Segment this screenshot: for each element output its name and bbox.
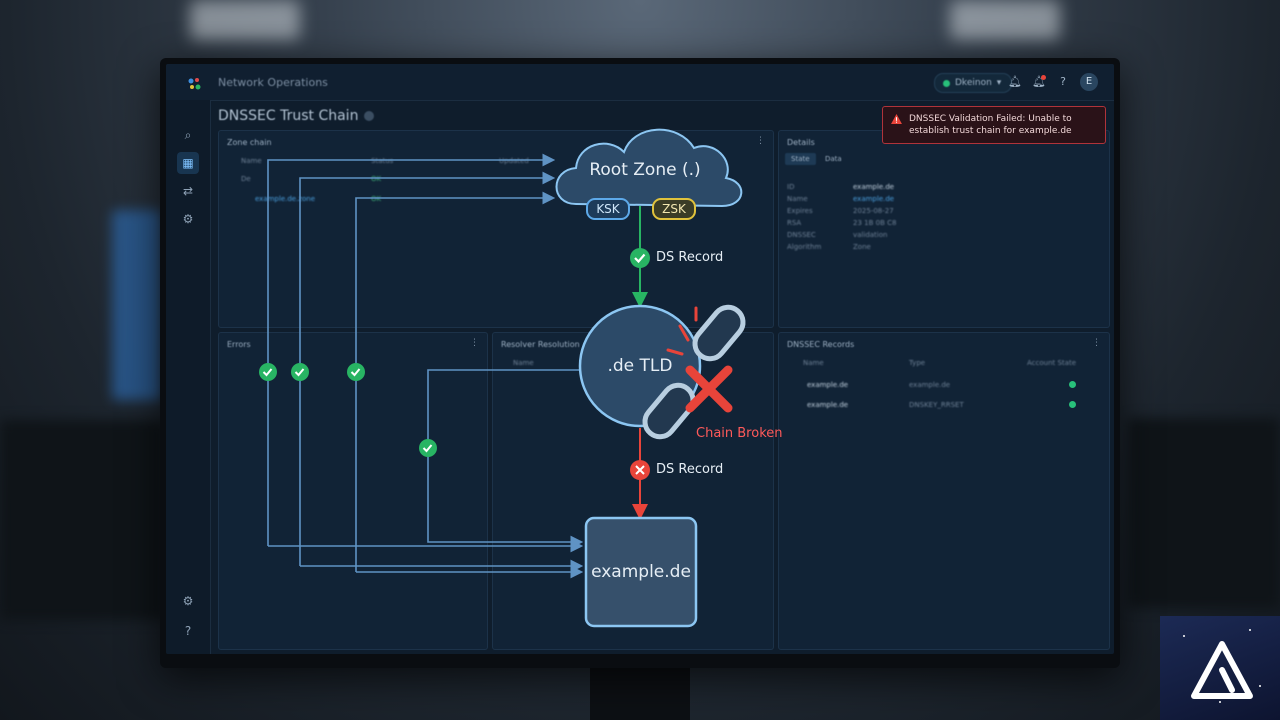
- errors-panel: Errors ⋮: [218, 332, 488, 650]
- field-value: Zone: [853, 243, 871, 251]
- panel-title: Zone chain: [227, 138, 272, 147]
- network-icon[interactable]: ⇄: [182, 184, 194, 198]
- environment-selector[interactable]: Dkeinon ▾: [934, 73, 1013, 93]
- background-monitor: [1128, 418, 1280, 608]
- watermark-logo: [1160, 616, 1280, 720]
- column-header: Status: [371, 157, 394, 165]
- field-label: ID: [787, 183, 795, 191]
- dnssec-records-panel: DNSSEC Records ⋮ Name Type Account State…: [778, 332, 1110, 650]
- warning-icon: [891, 114, 902, 124]
- more-menu-icon[interactable]: ⋮: [756, 136, 765, 146]
- tab-state[interactable]: State: [785, 153, 816, 165]
- help-circle-icon[interactable]: ?: [184, 624, 192, 638]
- background-screen: [112, 210, 162, 400]
- validation-error-alert[interactable]: DNSSEC Validation Failed: Unable to esta…: [882, 106, 1106, 144]
- example-de-label[interactable]: example.de: [591, 562, 691, 582]
- table-row[interactable]: example.de: [807, 381, 849, 389]
- column-header: Updated: [499, 157, 529, 165]
- page-title: DNSSEC Trust Chain: [218, 108, 375, 124]
- status-dot-icon: [943, 79, 950, 87]
- field-label: Expires: [787, 207, 813, 215]
- field-label: Algorithm: [787, 243, 822, 251]
- root-zone-label[interactable]: Root Zone (.): [589, 160, 701, 180]
- column-header: Name: [513, 359, 534, 367]
- record-type: DNSKEY_RRSET: [909, 401, 964, 409]
- field-value: 23 1B 0B C8: [853, 219, 897, 227]
- status-badge: OK: [371, 175, 382, 183]
- gear-icon[interactable]: ⚙: [182, 594, 194, 608]
- app-logo-icon[interactable]: [186, 76, 202, 92]
- alert-message: DNSSEC Validation Failed: Unable to esta…: [909, 114, 1072, 136]
- field-label: DNSSEC: [787, 231, 816, 239]
- column-header: Type: [909, 359, 926, 367]
- background-monitor: [0, 420, 165, 620]
- chevron-down-icon: ▾: [996, 78, 1002, 88]
- search-icon[interactable]: ⌕: [184, 128, 192, 142]
- panel-title: Errors: [227, 340, 251, 349]
- field-label: RSA: [787, 219, 802, 227]
- root-zone-cloud: [555, 128, 743, 208]
- status-dot-icon: [1069, 401, 1076, 408]
- ds-record-invalid-label: DS Record: [656, 462, 724, 477]
- connector-lines: [267, 153, 586, 579]
- table-row[interactable]: example.de.zone: [255, 195, 316, 203]
- column-header: Name: [803, 359, 824, 367]
- sidebar: ⌕ ▦ ⇄ ⚙ ⚙ ?: [166, 100, 211, 654]
- app-window: Network Operations Dkeinon ▾ 🔔︎ 🔔︎ ? E ⌕…: [166, 64, 1114, 654]
- ds-record-valid-label: DS Record: [656, 250, 724, 265]
- more-menu-icon[interactable]: ⋮: [470, 338, 479, 348]
- help-icon[interactable]: ?: [1060, 75, 1066, 88]
- panel-title: Details: [787, 138, 815, 147]
- settings-icon[interactable]: ⚙: [182, 212, 194, 226]
- panel-title: Resolver Resolution: [501, 340, 580, 349]
- info-icon[interactable]: [364, 111, 375, 121]
- field-value: validation: [853, 231, 888, 239]
- logo-icon: [1183, 629, 1261, 703]
- environment-label: Dkeinon: [955, 78, 992, 88]
- check-circle-icon: [630, 248, 650, 268]
- ceiling-light: [950, 0, 1060, 40]
- table-row[interactable]: De: [241, 175, 251, 183]
- monitor: Network Operations Dkeinon ▾ 🔔︎ 🔔︎ ? E ⌕…: [160, 58, 1120, 668]
- status-dot-icon: [1069, 381, 1076, 388]
- more-menu-icon[interactable]: ⋮: [1092, 338, 1101, 348]
- trust-chain-diagram: [259, 128, 746, 628]
- avatar[interactable]: E: [1080, 73, 1098, 91]
- ceiling-light: [190, 0, 300, 40]
- example-de-node: [584, 516, 698, 628]
- broken-link-icon: [642, 304, 746, 440]
- record-type: example.de: [909, 381, 951, 389]
- column-header: Name: [241, 157, 262, 165]
- field-label: Name: [787, 195, 808, 203]
- chain-broken-label: Chain Broken: [696, 426, 783, 441]
- field-value: example.de: [853, 183, 895, 191]
- alert-bell-icon[interactable]: 🔔︎: [1032, 75, 1046, 88]
- column-header: Account State: [1027, 359, 1077, 367]
- app-title: Network Operations: [218, 76, 328, 89]
- check-icons: [259, 363, 437, 457]
- tab-data[interactable]: Data: [825, 155, 842, 163]
- page-title-text: DNSSEC Trust Chain: [218, 108, 359, 124]
- top-bar: Network Operations Dkeinon ▾ 🔔︎ 🔔︎ ? E: [166, 64, 1114, 101]
- details-panel: Details ⋮ State Data ID example.de Name …: [778, 130, 1110, 328]
- field-value: 2025-08-27: [853, 207, 894, 215]
- dashboard-icon[interactable]: ▦: [177, 152, 199, 174]
- table-row[interactable]: example.de: [807, 401, 849, 409]
- zsk-badge[interactable]: ZSK: [652, 198, 696, 220]
- tld-label[interactable]: .de TLD: [607, 356, 673, 376]
- field-value[interactable]: example.de: [853, 195, 895, 203]
- status-badge: OK: [371, 195, 382, 203]
- monitor-stand: [590, 668, 690, 720]
- panel-title: DNSSEC Records: [787, 340, 855, 349]
- ksk-badge[interactable]: KSK: [586, 198, 630, 220]
- bell-icon[interactable]: 🔔︎: [1008, 75, 1022, 88]
